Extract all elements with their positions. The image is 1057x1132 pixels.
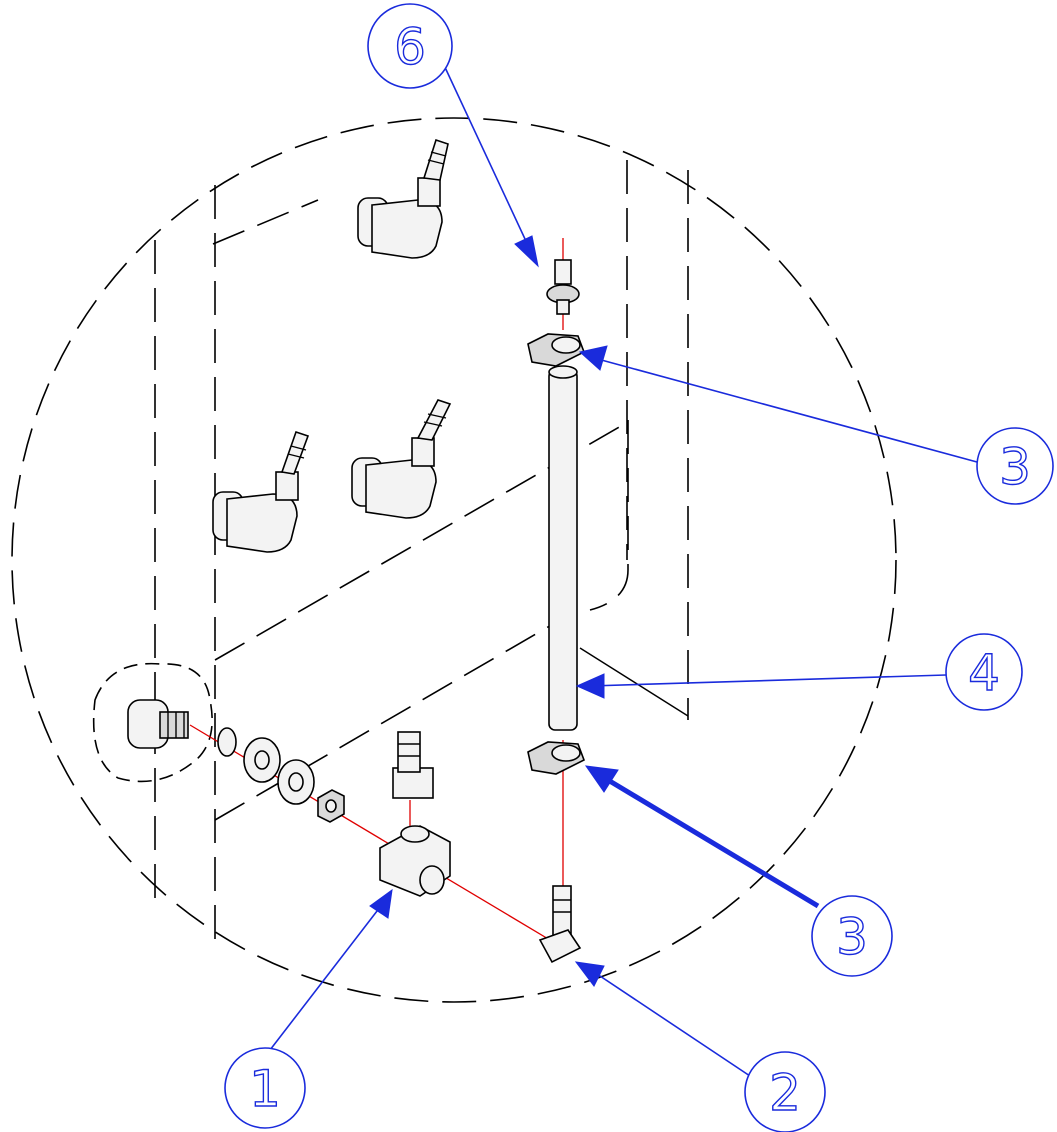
svg-text:2: 2 — [769, 1064, 801, 1122]
balloon-6: 6 — [367, 3, 453, 89]
svg-text:6: 6 — [394, 18, 426, 76]
svg-text:3: 3 — [836, 908, 868, 966]
tube — [548, 365, 578, 731]
elbow-fitting-middle-left — [212, 430, 310, 553]
svg-text:1: 1 — [249, 1060, 281, 1118]
elbow-barb-fitting — [538, 885, 582, 964]
assembly-centerlines — [189, 238, 564, 947]
balloon-2: 2 — [744, 1051, 826, 1132]
tee-fitting — [379, 731, 451, 897]
barbed-connector — [546, 259, 580, 315]
bulkhead-fitting — [92, 662, 213, 783]
elbow-fitting-top — [357, 138, 449, 259]
balloon-1: 1 — [224, 1047, 306, 1129]
elbow-fitting-middle-right — [351, 399, 452, 519]
background-panel-lines — [154, 160, 689, 945]
balloon-3-top: 3 — [976, 427, 1054, 505]
balloon-4: 4 — [945, 633, 1023, 711]
clamp-bottom — [527, 741, 586, 775]
svg-text:3: 3 — [999, 438, 1031, 496]
washers-and-nut — [217, 727, 345, 823]
svg-text:4: 4 — [968, 644, 1000, 702]
callout-leaders — [269, 47, 989, 1081]
clamp-top — [527, 333, 586, 367]
detail-boundary-circle — [11, 117, 897, 1003]
balloon-3-bottom: 3 — [811, 895, 893, 977]
